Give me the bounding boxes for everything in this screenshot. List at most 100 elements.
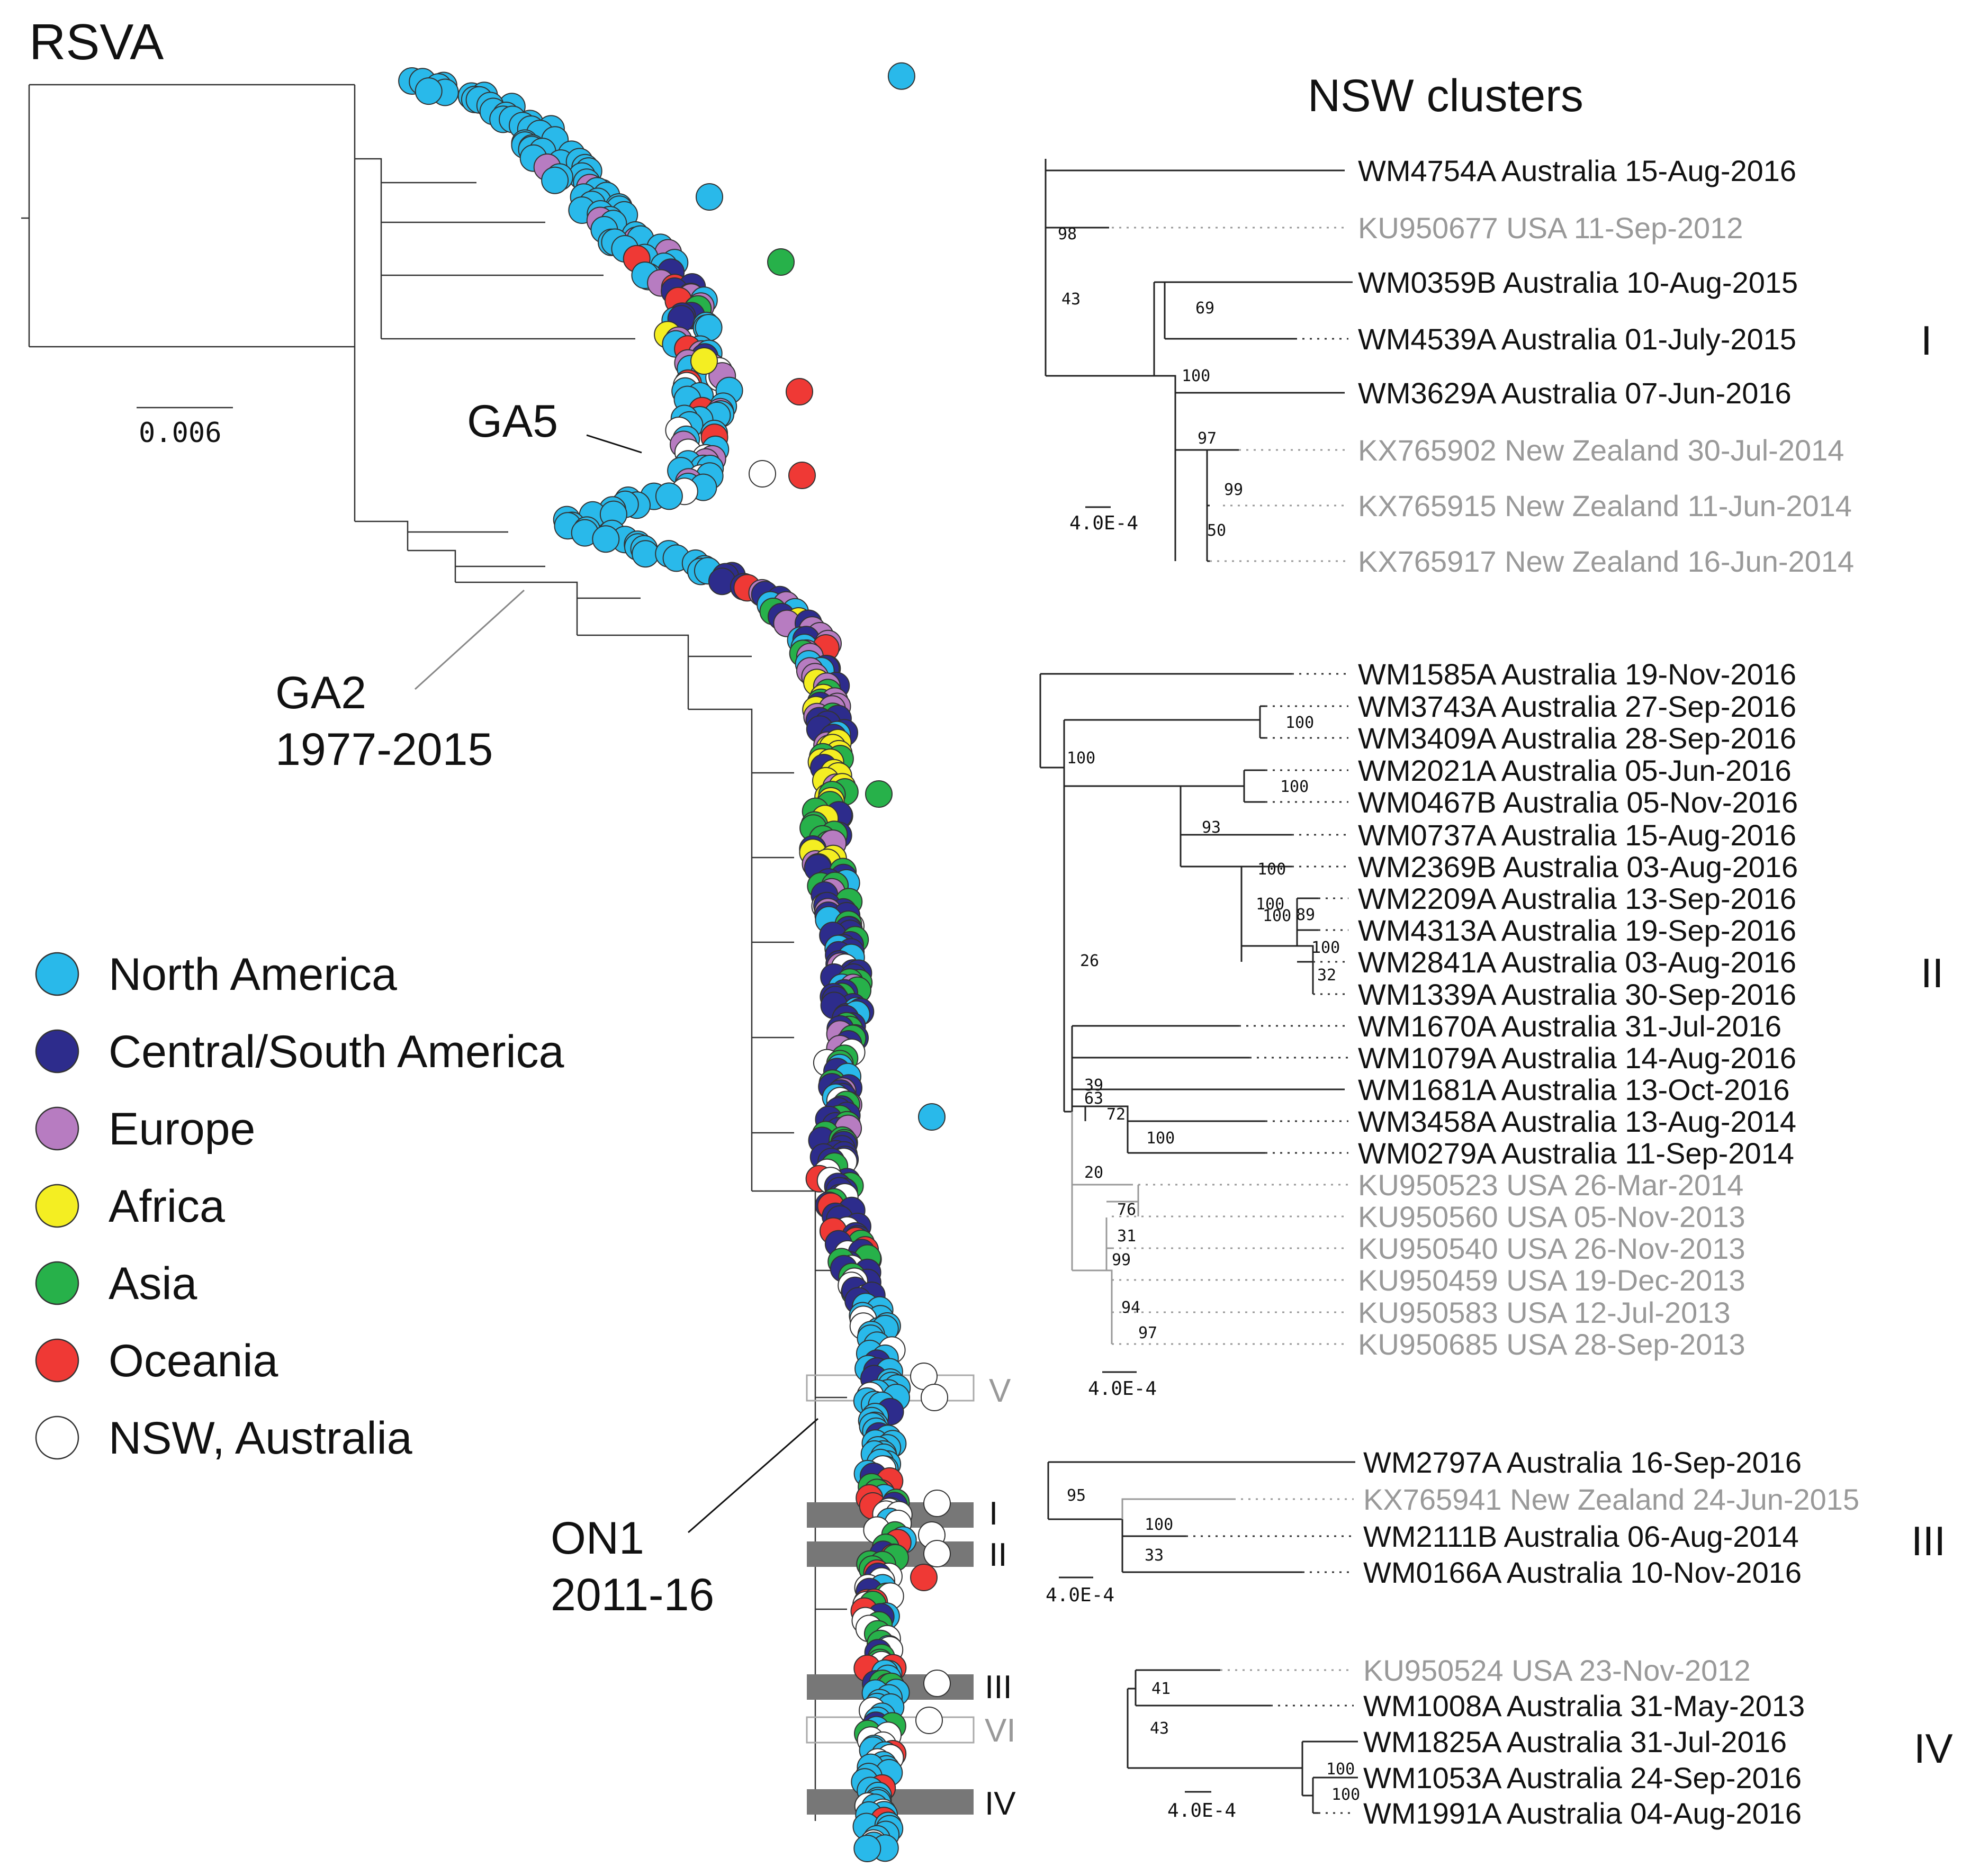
cluster-marker-vi: VI: [985, 1712, 1016, 1749]
tip-dot: [923, 1540, 951, 1567]
panel-title: NSW clusters: [1308, 70, 1583, 121]
tip-dot: [655, 482, 683, 510]
legend-swatch: [35, 1261, 79, 1305]
bootstrap-support: 94: [1121, 1298, 1140, 1317]
cluster-marker-iii: III: [985, 1669, 1012, 1706]
bootstrap-support: 43: [1150, 1719, 1169, 1738]
tip-dot: [915, 1707, 943, 1734]
legend-label: Europe: [109, 1104, 255, 1155]
bootstrap-support: 72: [1106, 1105, 1126, 1124]
main-tree: [21, 84, 847, 1821]
tip-dot: [786, 378, 813, 405]
cluster-marker-v: V: [989, 1373, 1011, 1409]
taxon-label: WM2797A Australia 16-Sep-2016: [1363, 1446, 1802, 1479]
legend-label: Central/South America: [109, 1026, 564, 1077]
bootstrap-support: 33: [1145, 1546, 1164, 1565]
legend-label: North America: [109, 949, 397, 1000]
taxon-label: KX765902 New Zealand 30-Jul-2014: [1358, 434, 1844, 467]
taxon-label: WM0467B Australia 05-Nov-2016: [1358, 786, 1798, 819]
taxon-label: WM1053A Australia 24-Sep-2016: [1363, 1761, 1802, 1794]
taxon-label: WM2021A Australia 05-Jun-2016: [1358, 754, 1792, 787]
taxon-label: KU950685 USA 28-Sep-2013: [1358, 1328, 1745, 1361]
tip-dot: [749, 460, 776, 488]
tip-dot: [910, 1564, 938, 1591]
legend-label: NSW, Australia: [109, 1413, 412, 1464]
taxon-label: WM0359B Australia 10-Aug-2015: [1358, 266, 1798, 299]
tip-dot: [923, 1670, 951, 1697]
bootstrap-support: 89: [1296, 906, 1315, 924]
bootstrap-support: 93: [1202, 818, 1221, 837]
taxon-label: KU950524 USA 23-Nov-2012: [1363, 1654, 1751, 1687]
cluster-markers: V I II III VI IV: [806, 1373, 1016, 1822]
legend-swatch: [35, 1338, 79, 1383]
bootstrap-support: 100: [1257, 860, 1286, 879]
taxon-label: WM1339A Australia 30-Sep-2016: [1358, 978, 1796, 1011]
taxon-label: WM0279A Australia 11-Sep-2014: [1358, 1137, 1794, 1170]
taxon-label: KU950583 USA 12-Jul-2013: [1358, 1296, 1731, 1329]
tip-dot: [415, 77, 443, 105]
tip-dot: [696, 183, 723, 211]
tip-dot: [690, 347, 718, 375]
bootstrap-support: 63: [1084, 1089, 1103, 1108]
main-scale-label: 0.006: [139, 417, 222, 449]
tip-dots: [398, 62, 951, 1862]
taxon-label: WM2209A Australia 13-Sep-2016: [1358, 882, 1796, 915]
on1-annotation: ON1 2011-16: [551, 1418, 818, 1620]
taxon-label: WM0737A Australia 15-Aug-2016: [1358, 818, 1796, 852]
cluster-name: I: [1921, 317, 1932, 364]
taxon-label: WM3458A Australia 13-Aug-2014: [1358, 1105, 1796, 1138]
cluster-tree-branches: [1045, 159, 1353, 562]
taxon-label: KU950459 USA 19-Dec-2013: [1358, 1264, 1745, 1297]
taxon-label: WM0166A Australia 10-Nov-2016: [1363, 1556, 1802, 1589]
bootstrap-support: 100: [1146, 1129, 1175, 1148]
cluster-tree-branches: [1127, 1669, 1358, 1814]
svg-text:2011-16: 2011-16: [551, 1570, 714, 1620]
bootstrap-support: 76: [1117, 1201, 1136, 1219]
taxon-label: WM1681A Australia 13-Oct-2016: [1358, 1073, 1790, 1106]
bootstrap-support: 100: [1311, 939, 1340, 957]
cluster-scale-label: 4.0E-4: [1088, 1378, 1157, 1400]
tip-dot: [887, 62, 915, 90]
bootstrap-support: 100: [1145, 1516, 1173, 1534]
bootstrap-support: 100: [1331, 1785, 1360, 1804]
cluster-tree-branches: [1047, 1461, 1355, 1573]
bootstrap-support: 26: [1080, 952, 1099, 970]
bootstrap-support: 99: [1224, 481, 1243, 499]
bootstrap-support: 41: [1151, 1680, 1171, 1698]
bootstrap-support: 100: [1256, 895, 1284, 914]
taxon-label: WM2841A Australia 03-Aug-2016: [1358, 945, 1796, 979]
legend-label: Africa: [109, 1181, 225, 1232]
bootstrap-support: 95: [1067, 1486, 1086, 1505]
bootstrap-support: 100: [1182, 367, 1210, 385]
taxon-label: WM4754A Australia 15-Aug-2016: [1358, 154, 1796, 187]
bootstrap-support: 100: [1326, 1760, 1355, 1779]
bootstrap-support: 31: [1117, 1227, 1136, 1246]
tip-dot: [853, 1835, 881, 1862]
bootstrap-support: 43: [1061, 290, 1081, 309]
cluster-marker-ii: II: [989, 1537, 1007, 1573]
cluster-tree-reference-branches: [1121, 1498, 1234, 1519]
tip-dot: [921, 1384, 948, 1411]
taxon-label: WM1008A Australia 31-May-2013: [1363, 1689, 1805, 1722]
taxon-label: WM4313A Australia 19-Sep-2016: [1358, 914, 1796, 947]
cluster-marker-iv: IV: [985, 1785, 1016, 1822]
svg-text:GA2: GA2: [275, 668, 366, 718]
taxon-label: KX765941 New Zealand 24-Jun-2015: [1363, 1483, 1859, 1516]
svg-text:1977-2015: 1977-2015: [275, 724, 493, 775]
taxon-label: WM2111B Australia 06-Aug-2014: [1363, 1520, 1799, 1553]
bootstrap-support: 100: [1263, 907, 1291, 925]
taxon-label: WM1991A Australia 04-Aug-2016: [1363, 1797, 1802, 1830]
taxon-label: KU950560 USA 05-Nov-2013: [1358, 1200, 1745, 1233]
taxon-label: WM2369B Australia 03-Aug-2016: [1358, 850, 1798, 883]
tip-dot: [923, 1490, 951, 1517]
bootstrap-support: 100: [1285, 714, 1314, 732]
cluster-name: IV: [1914, 1725, 1953, 1772]
legend-swatch: [35, 1415, 79, 1460]
taxon-label: KX765917 New Zealand 16-Jun-2014: [1358, 545, 1854, 578]
